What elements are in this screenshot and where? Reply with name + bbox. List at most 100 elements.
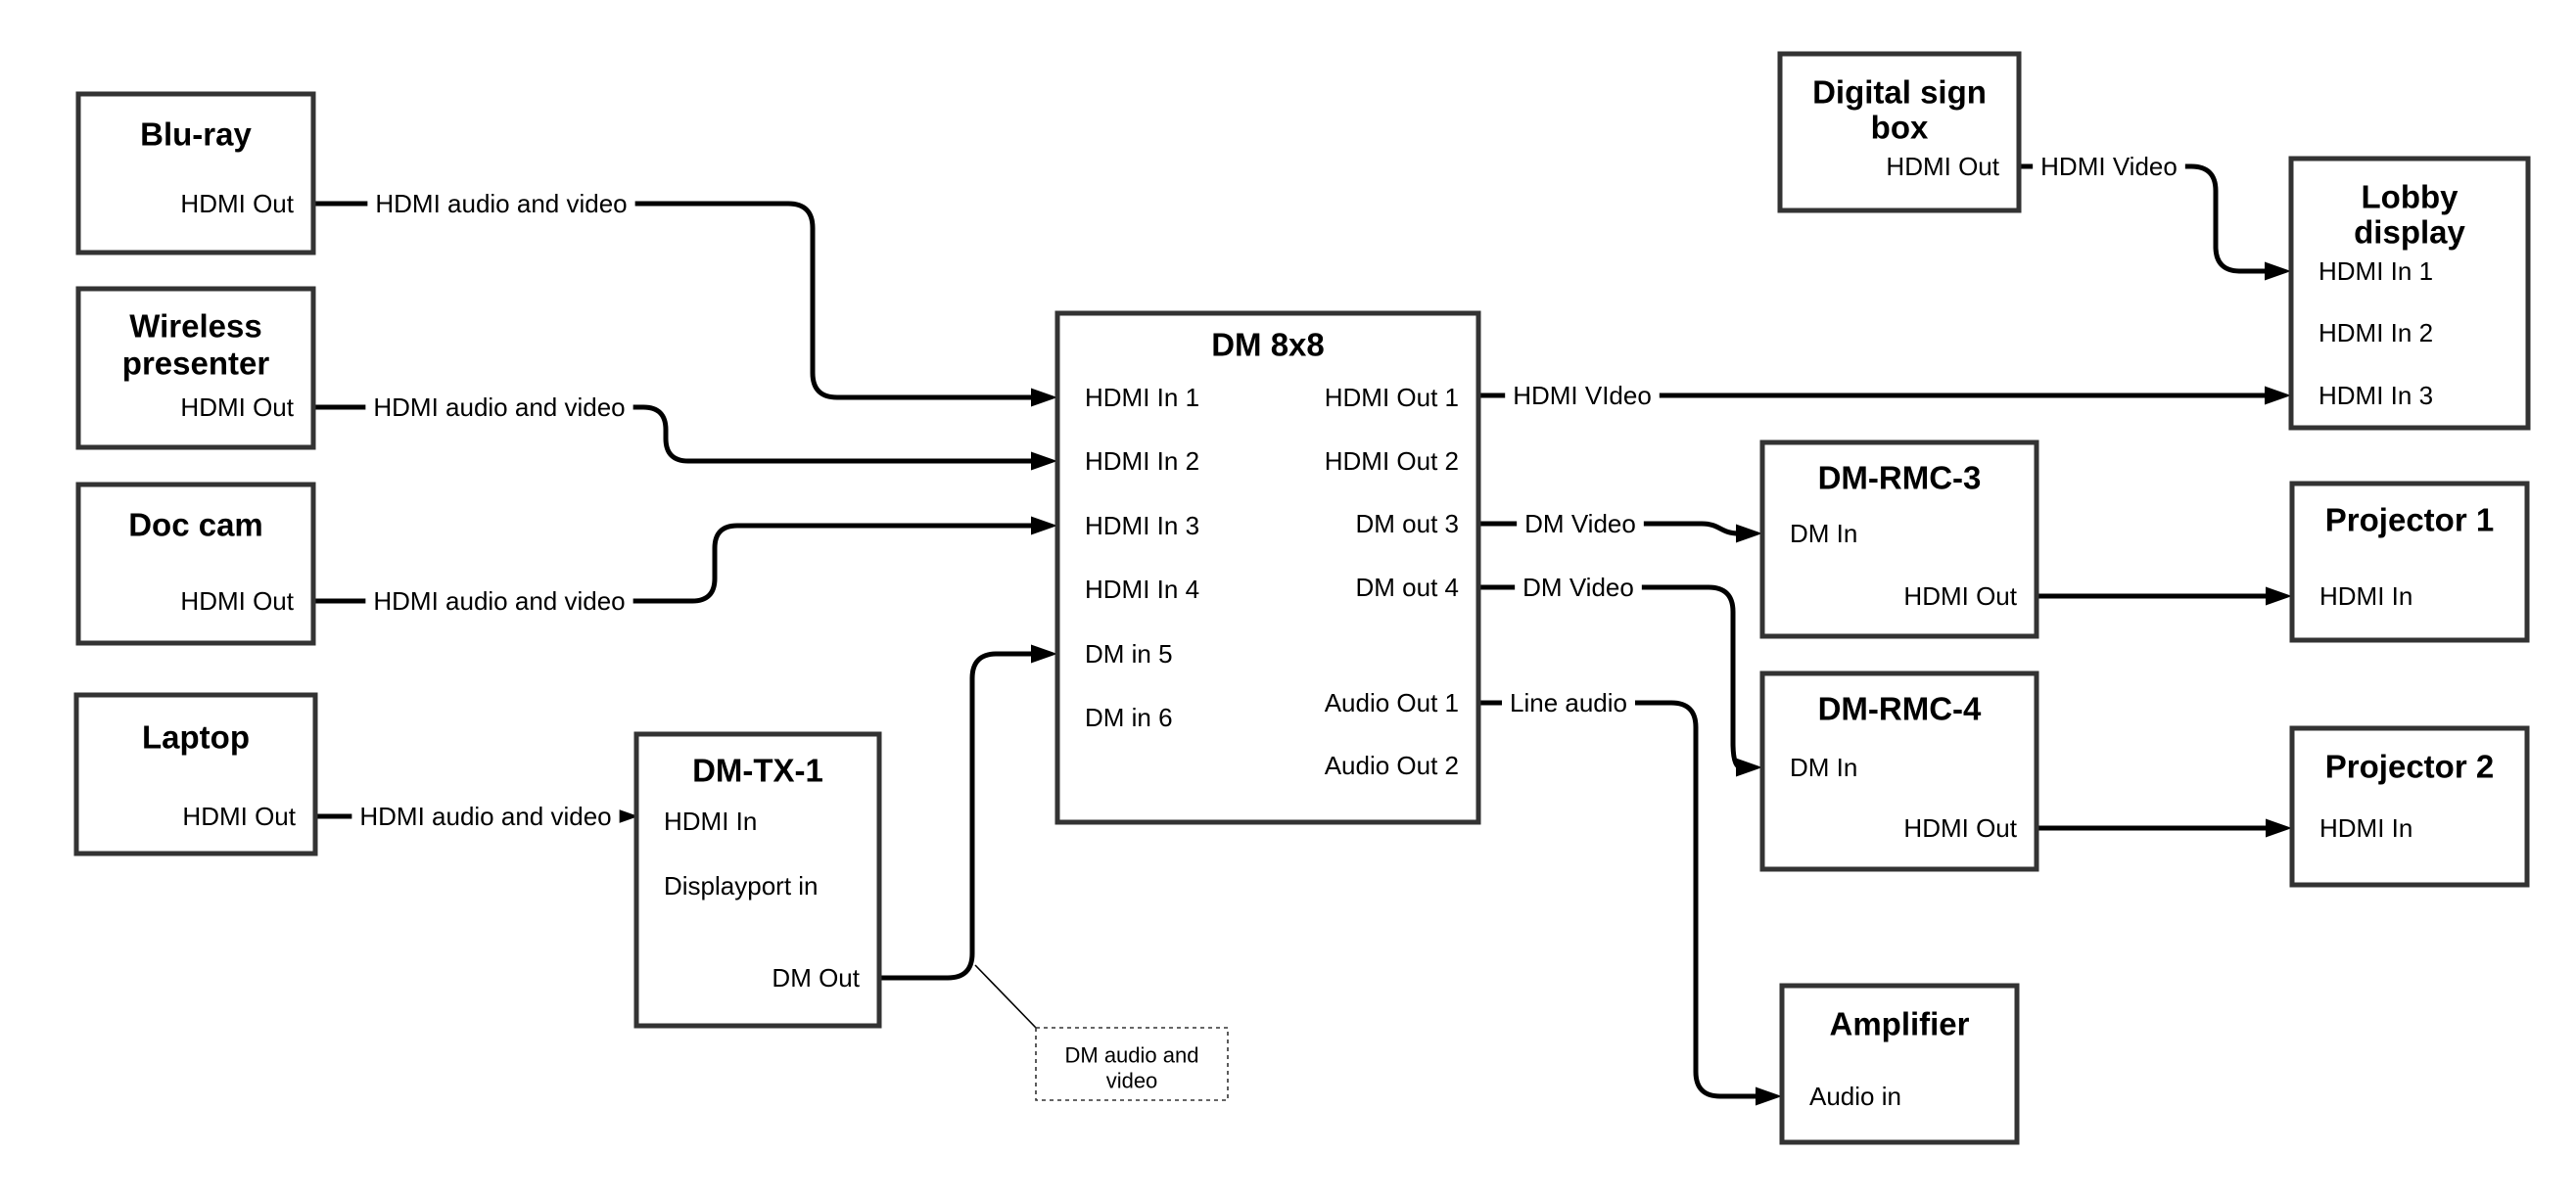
device-title-laptop: Laptop: [142, 719, 250, 756]
port-label-projector-1: HDMI In: [2319, 581, 2412, 611]
connector-label-bg: [367, 187, 635, 220]
port-label-dm-8x8: DM in 5: [1085, 639, 1173, 669]
device-box-lobby-display: [2288, 156, 2531, 431]
port-label-dm-8x8: HDMI Out 2: [1325, 446, 1459, 476]
device-title-projector-2: Projector 2: [2325, 749, 2494, 785]
device-box-dm-8x8: [1054, 310, 1481, 825]
device-title-dm-8x8: DM 8x8: [1211, 327, 1325, 363]
note-leader-line: [974, 964, 1037, 1029]
port-label-lobby-display: HDMI In 2: [2318, 318, 2433, 347]
port-label-dm-rmc-4: HDMI Out: [1903, 813, 2017, 843]
port-label-dm-rmc-4: DM In: [1790, 753, 1857, 782]
device-title-digital-sign-box: box: [1871, 110, 1929, 146]
port-label-dm-8x8: HDMI Out 1: [1325, 383, 1459, 412]
device-box-dm-rmc-4: [1759, 670, 2039, 872]
connector-label: DM Video: [1522, 573, 1634, 602]
note-text: video: [1106, 1069, 1158, 1093]
connector-line-dm-out-3-to-rmc3: [1478, 521, 1740, 536]
connector-line-dmtx1-to-dm-in-5: [879, 651, 1034, 981]
connector-label-bg: [1502, 686, 1635, 719]
port-label-dm-rmc-3: DM In: [1790, 519, 1857, 548]
port-label-dm-rmc-3: HDMI Out: [1903, 581, 2017, 611]
port-label-lobby-display: HDMI In 1: [2318, 256, 2433, 286]
device-title-bluray: Blu-ray: [140, 116, 252, 153]
device-title-dm-tx-1: DM-TX-1: [692, 753, 823, 789]
arrowhead-icon: [1031, 388, 1057, 407]
connector-label: HDMI Video: [2040, 152, 2178, 181]
port-label-lobby-display: HDMI In 3: [2318, 381, 2433, 410]
arrowhead-icon: [2265, 261, 2291, 281]
arrowhead-icon: [2266, 818, 2292, 838]
port-label-projector-2: HDMI In: [2319, 813, 2412, 843]
port-label-dm-8x8: HDMI In 2: [1085, 446, 1199, 476]
arrowhead-icon: [1031, 451, 1057, 471]
device-title-doc-cam: Doc cam: [128, 507, 263, 543]
connector-label: HDMI VIdeo: [1513, 381, 1652, 410]
device-box-projector-2: [2289, 725, 2530, 888]
port-label-dm-tx-1: DM Out: [772, 963, 860, 993]
port-label-dm-8x8: Audio Out 2: [1325, 751, 1459, 780]
connector-line-dm-out-4-to-rmc4: [1478, 584, 1742, 770]
device-projector-2: Projector 2 HDMI In: [2289, 725, 2530, 888]
device-dm-rmc-3: DM-RMC-3 DM In HDMI Out: [1759, 439, 2039, 639]
device-box-amplifier: [1779, 983, 2020, 1145]
device-box-dm-rmc-3: [1759, 439, 2039, 639]
arrowhead-icon: [2265, 386, 2291, 405]
port-label-dm-8x8: HDMI In 1: [1085, 383, 1199, 412]
port-label-bluray: HDMI Out: [180, 189, 294, 218]
device-box-wireless-presenter: [75, 286, 316, 450]
connector-label: DM Video: [1524, 509, 1636, 538]
connector-line-bluray-to-hdmi-in-1: [313, 201, 1034, 400]
device-box-doc-cam: [75, 482, 316, 646]
port-label-dm-tx-1: Displayport in: [664, 871, 819, 901]
device-box-laptop: [73, 692, 318, 856]
device-title-dm-rmc-3: DM-RMC-3: [1818, 460, 1982, 496]
connector-label: Line audio: [1510, 688, 1627, 717]
connector-label: HDMI audio and video: [375, 189, 627, 218]
port-label-dm-8x8: DM out 4: [1356, 573, 1460, 602]
device-title-digital-sign-box: Digital sign: [1812, 74, 1987, 111]
port-label-digital-sign-box: HDMI Out: [1886, 152, 1999, 181]
connector-label-bg: [365, 391, 633, 424]
connector-label-bg: [2033, 150, 2185, 183]
device-box-digital-sign-box: [1777, 51, 2022, 213]
port-label-wireless-presenter: HDMI Out: [180, 393, 294, 422]
connector-label-bg: [365, 584, 633, 618]
device-title-wireless-presenter: presenter: [122, 346, 270, 382]
connector-line-digital-sign-to-lobby: [2019, 163, 2268, 274]
note-text: DM audio and: [1065, 1043, 1199, 1068]
connector-label-bg: [1505, 379, 1660, 412]
connector-label: HDMI audio and video: [359, 802, 611, 831]
device-dm-rmc-4: DM-RMC-4 DM In HDMI Out: [1759, 670, 2039, 872]
arrowhead-icon: [1031, 644, 1057, 664]
port-label-dm-8x8: DM in 6: [1085, 703, 1173, 732]
note-box: [1035, 1027, 1229, 1101]
port-label-dm-8x8: HDMI In 3: [1085, 511, 1199, 540]
device-title-amplifier: Amplifier: [1829, 1006, 1969, 1042]
device-box-bluray: [75, 91, 316, 255]
arrowhead-icon: [2266, 586, 2292, 606]
port-label-laptop: HDMI Out: [182, 802, 296, 831]
connector-line-audio-out-1-to-amp: [1478, 700, 1758, 1099]
port-label-dm-tx-1: HDMI In: [664, 807, 757, 836]
port-label-dm-8x8: DM out 3: [1356, 509, 1460, 538]
device-title-dm-rmc-4: DM-RMC-4: [1818, 691, 1982, 727]
connector-label-bg: [1517, 507, 1644, 540]
connector-label-bg: [1515, 571, 1642, 604]
port-label-doc-cam: HDMI Out: [180, 586, 294, 616]
port-label-amplifier: Audio in: [1809, 1082, 1901, 1111]
